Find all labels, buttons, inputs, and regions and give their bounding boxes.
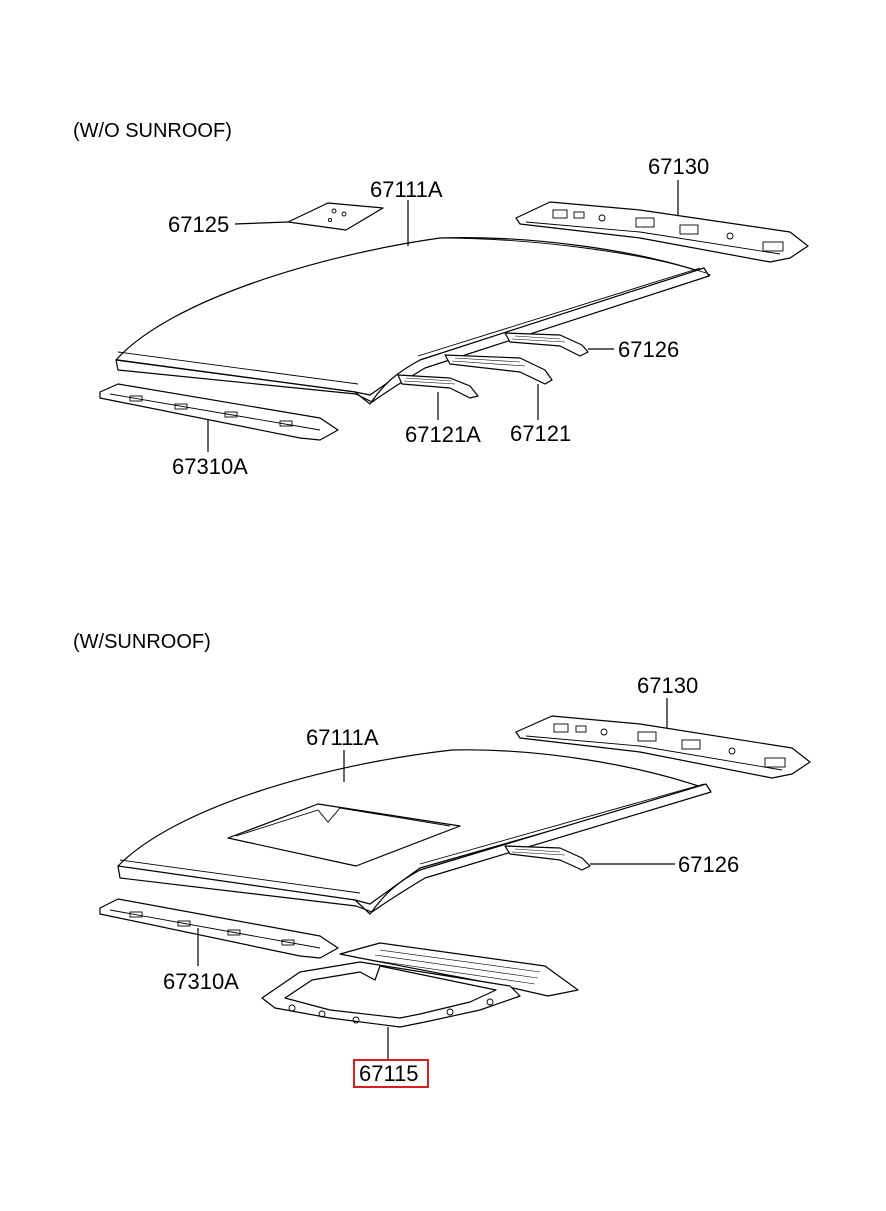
label-67121A: 67121A [405, 422, 481, 447]
label-67111A: 67111A [370, 177, 443, 202]
label-67310A: 67310A [172, 454, 248, 479]
label-67310A-sunroof: 67310A [163, 969, 239, 994]
part-67125-plate[interactable] [287, 202, 384, 231]
label-67126: 67126 [618, 337, 679, 362]
label-67115[interactable]: 67115 [359, 1061, 419, 1086]
part-67111A-roof-panel[interactable] [115, 237, 711, 405]
part-67111A-sunroof-roof-panel[interactable] [117, 749, 712, 915]
part-67121A-bow[interactable] [397, 374, 479, 399]
part-67130-rear-rail[interactable] [515, 201, 809, 263]
label-67130-sunroof: 67130 [637, 673, 698, 698]
part-67126-sunroof-rail[interactable] [504, 845, 591, 871]
label-67125: 67125 [168, 212, 229, 237]
part-67115-sunroof-frame[interactable] [261, 942, 579, 1028]
section-title-with-sunroof: (W/SUNROOF) [73, 631, 211, 653]
section-without-sunroof: (W/O SUNROOF) [73, 120, 809, 479]
label-67121: 67121 [510, 421, 571, 446]
section-title-without-sunroof: (W/O SUNROOF) [73, 120, 232, 142]
part-67310A-front-rail[interactable] [99, 383, 339, 441]
section-with-sunroof: (W/SUNROOF) [73, 631, 811, 1088]
part-67126-rail[interactable] [504, 332, 589, 357]
part-67310A-sunroof-front-rail[interactable] [99, 898, 339, 959]
part-67121-bow[interactable] [444, 354, 553, 385]
highlight-box-67115 [353, 1059, 429, 1088]
label-67111A-sunroof: 67111A [306, 725, 379, 750]
label-67126-sunroof: 67126 [678, 852, 739, 877]
leader-lines-section-2 [197, 698, 675, 1060]
part-67130-sunroof-rear-rail[interactable] [515, 715, 811, 779]
label-67130: 67130 [648, 154, 709, 179]
leader-lines-section-1 [207, 180, 679, 452]
